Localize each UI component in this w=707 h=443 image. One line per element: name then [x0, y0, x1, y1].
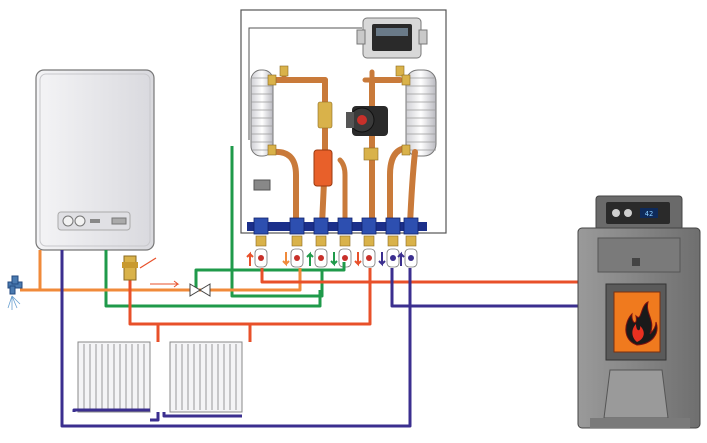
- stove: 42: [577, 195, 701, 429]
- arrow-up-icon: [306, 251, 314, 266]
- mixing-valve: [189, 283, 211, 297]
- arrow-up-icon: [397, 251, 405, 266]
- pipe-orange: [20, 250, 302, 292]
- arrow-down-icon: [330, 252, 338, 267]
- thermometer: [253, 179, 271, 191]
- arrow-down-icon: [354, 252, 362, 267]
- circulation-pump: [346, 106, 388, 136]
- separator-vessel: [313, 149, 333, 187]
- heat-exchanger-left: [250, 69, 274, 157]
- stove-display-text: 42: [645, 210, 653, 218]
- manifold-bar: [247, 217, 427, 235]
- radiator-right: [169, 341, 243, 413]
- flow-arrows: [246, 251, 405, 267]
- pipe-return: [60, 250, 580, 428]
- boiler-valve: [122, 255, 138, 281]
- arrow-up-icon: [246, 251, 254, 266]
- valve-row: [254, 235, 418, 268]
- radiator-left: [77, 341, 151, 413]
- arrow-down-icon: [378, 252, 386, 267]
- tap-icon: [7, 275, 23, 310]
- pipe-hot: [128, 268, 580, 342]
- heat-exchanger-right: [405, 69, 437, 157]
- pointer-arrow: [139, 257, 157, 269]
- arrow-down-icon: [282, 252, 290, 267]
- controller-unit: [356, 17, 428, 59]
- flow-arrow-thin: [150, 280, 180, 288]
- stove-control-panel: [606, 202, 670, 224]
- wall-boiler: [35, 69, 155, 251]
- brass-fittings: [267, 65, 411, 161]
